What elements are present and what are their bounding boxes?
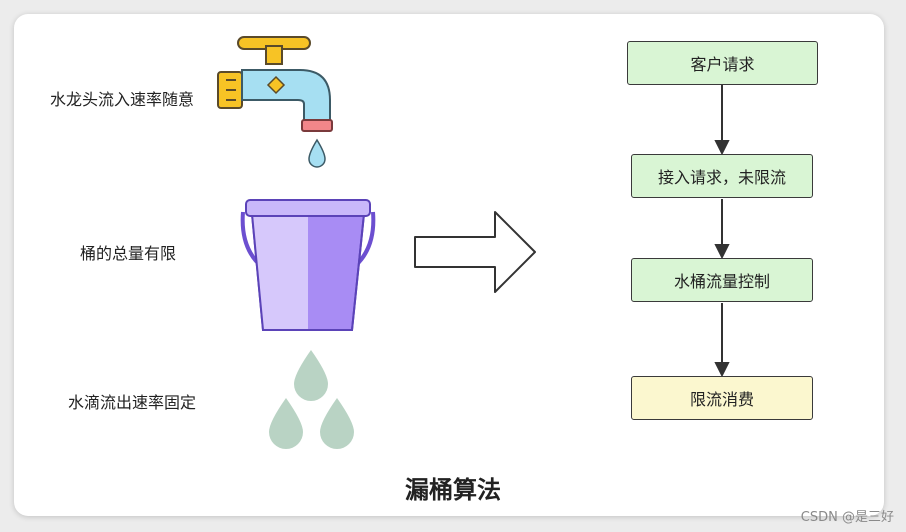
- right-arrow-icon: [414, 211, 536, 293]
- water-drop-icon: [269, 398, 303, 449]
- flow-step-bucket-control: 水桶流量控制: [631, 258, 813, 302]
- flow-connectors: [714, 85, 730, 378]
- watermark: CSDN @是三好: [800, 510, 894, 525]
- water-drop-icon: [294, 350, 328, 401]
- diagram-title: 漏桶算法: [405, 476, 501, 504]
- faucet-label: 水龙头流入速率随意: [50, 90, 195, 109]
- flow-step-client-request: 客户请求: [627, 41, 818, 85]
- water-drops-group: [269, 350, 354, 449]
- flow-step-accept-request: 接入请求，未限流: [631, 154, 813, 198]
- bucket-icon: [240, 199, 376, 331]
- bucket-label: 桶的总量有限: [80, 244, 177, 263]
- faucet-icon: [217, 36, 333, 132]
- water-drop-icon: [308, 138, 326, 168]
- flow-step-rate-limited-consume: 限流消费: [631, 376, 813, 420]
- drops-label: 水滴流出速率固定: [68, 393, 197, 412]
- water-drop-icon: [320, 398, 354, 449]
